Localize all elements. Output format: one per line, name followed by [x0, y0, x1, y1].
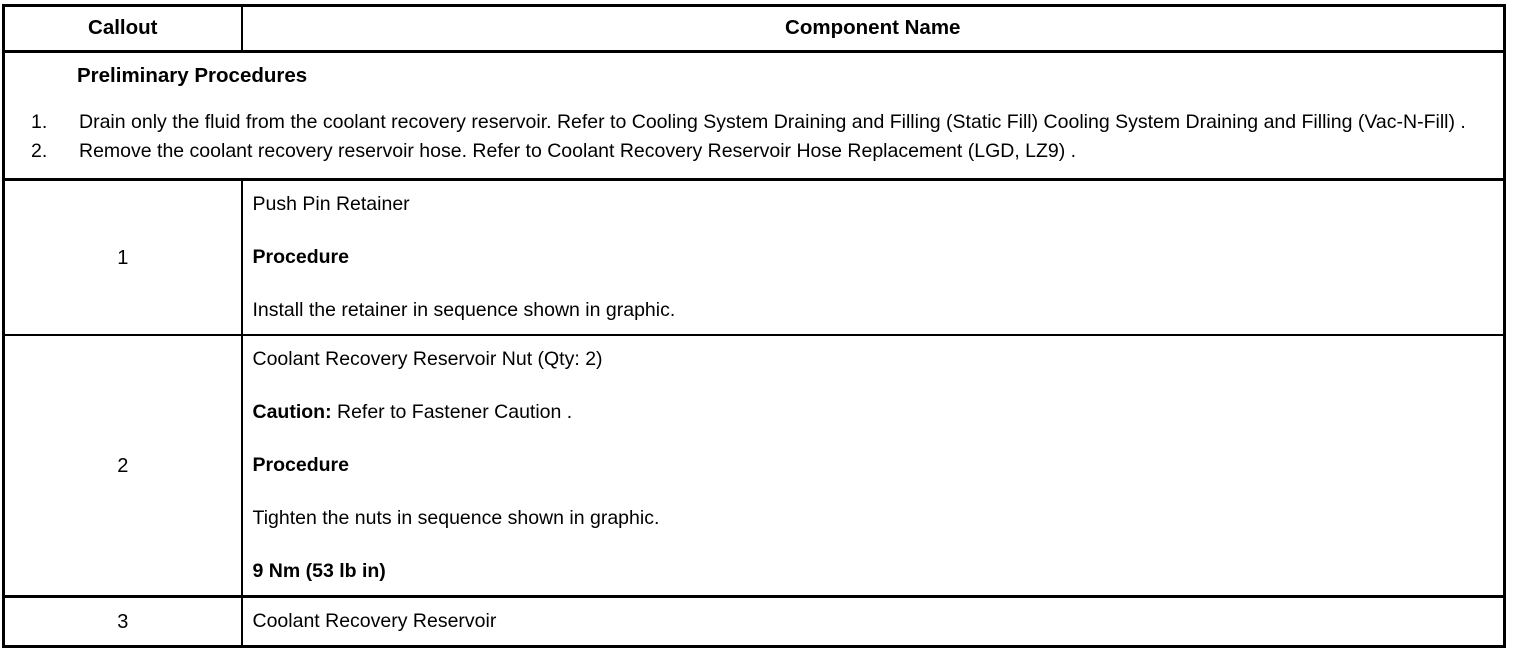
- column-header-callout: Callout: [3, 5, 243, 53]
- preliminary-procedures-list: 1. Drain only the fluid from the coolant …: [17, 109, 1491, 165]
- caution-label: Caution:: [252, 401, 332, 423]
- preliminary-procedures-title: Preliminary Procedures: [77, 64, 308, 87]
- table-header-row: Callout Component Name: [3, 5, 1505, 53]
- procedure-text: Install the retainer in sequence shown i…: [252, 299, 676, 321]
- procedure-text: Tighten the nuts in sequence shown in gr…: [252, 507, 660, 529]
- table-row: 1 Push Pin Retainer Procedure Install th…: [3, 179, 1505, 336]
- component-title: Coolant Recovery Reservoir: [252, 610, 497, 632]
- preliminary-procedures-row: Preliminary Procedures 1. Drain only the …: [3, 51, 1505, 181]
- list-item-number: 2.: [31, 140, 48, 162]
- list-item: 2. Remove the coolant recovery reservoir …: [31, 138, 1491, 165]
- callout-number: 2: [3, 335, 243, 598]
- list-item-number: 1.: [31, 111, 48, 133]
- procedure-label: Procedure: [252, 246, 349, 268]
- list-item-text: Remove the coolant recovery reservoir ho…: [79, 140, 1077, 162]
- procedure-label: Procedure: [252, 454, 349, 476]
- callout-component-table: Callout Component Name Preliminary Proce…: [2, 4, 1506, 648]
- component-description-cell: Coolant Recovery Reservoir Nut (Qty: 2) …: [241, 335, 1505, 598]
- table-row: 2 Coolant Recovery Reservoir Nut (Qty: 2…: [3, 335, 1505, 598]
- caution-note: Caution: Refer to Fastener Caution .: [253, 399, 1494, 426]
- column-header-component-name: Component Name: [241, 5, 1505, 53]
- callout-number: 1: [3, 179, 243, 336]
- callout-number: 3: [3, 596, 243, 647]
- torque-specification: 9 Nm (53 lb in): [252, 560, 386, 582]
- caution-text: Refer to Fastener Caution .: [331, 401, 573, 423]
- preliminary-procedures-cell: Preliminary Procedures 1. Drain only the …: [3, 51, 1505, 181]
- component-description-cell: Coolant Recovery Reservoir: [242, 597, 1505, 647]
- component-title: Coolant Recovery Reservoir Nut (Qty: 2): [252, 348, 603, 370]
- table-row: 3 Coolant Recovery Reservoir: [3, 596, 1505, 647]
- component-description-cell: Push Pin Retainer Procedure Install the …: [241, 179, 1505, 336]
- list-item-text: Drain only the fluid from the coolant re…: [79, 111, 1466, 133]
- list-item: 1. Drain only the fluid from the coolant …: [31, 109, 1491, 136]
- component-title: Push Pin Retainer: [252, 193, 410, 215]
